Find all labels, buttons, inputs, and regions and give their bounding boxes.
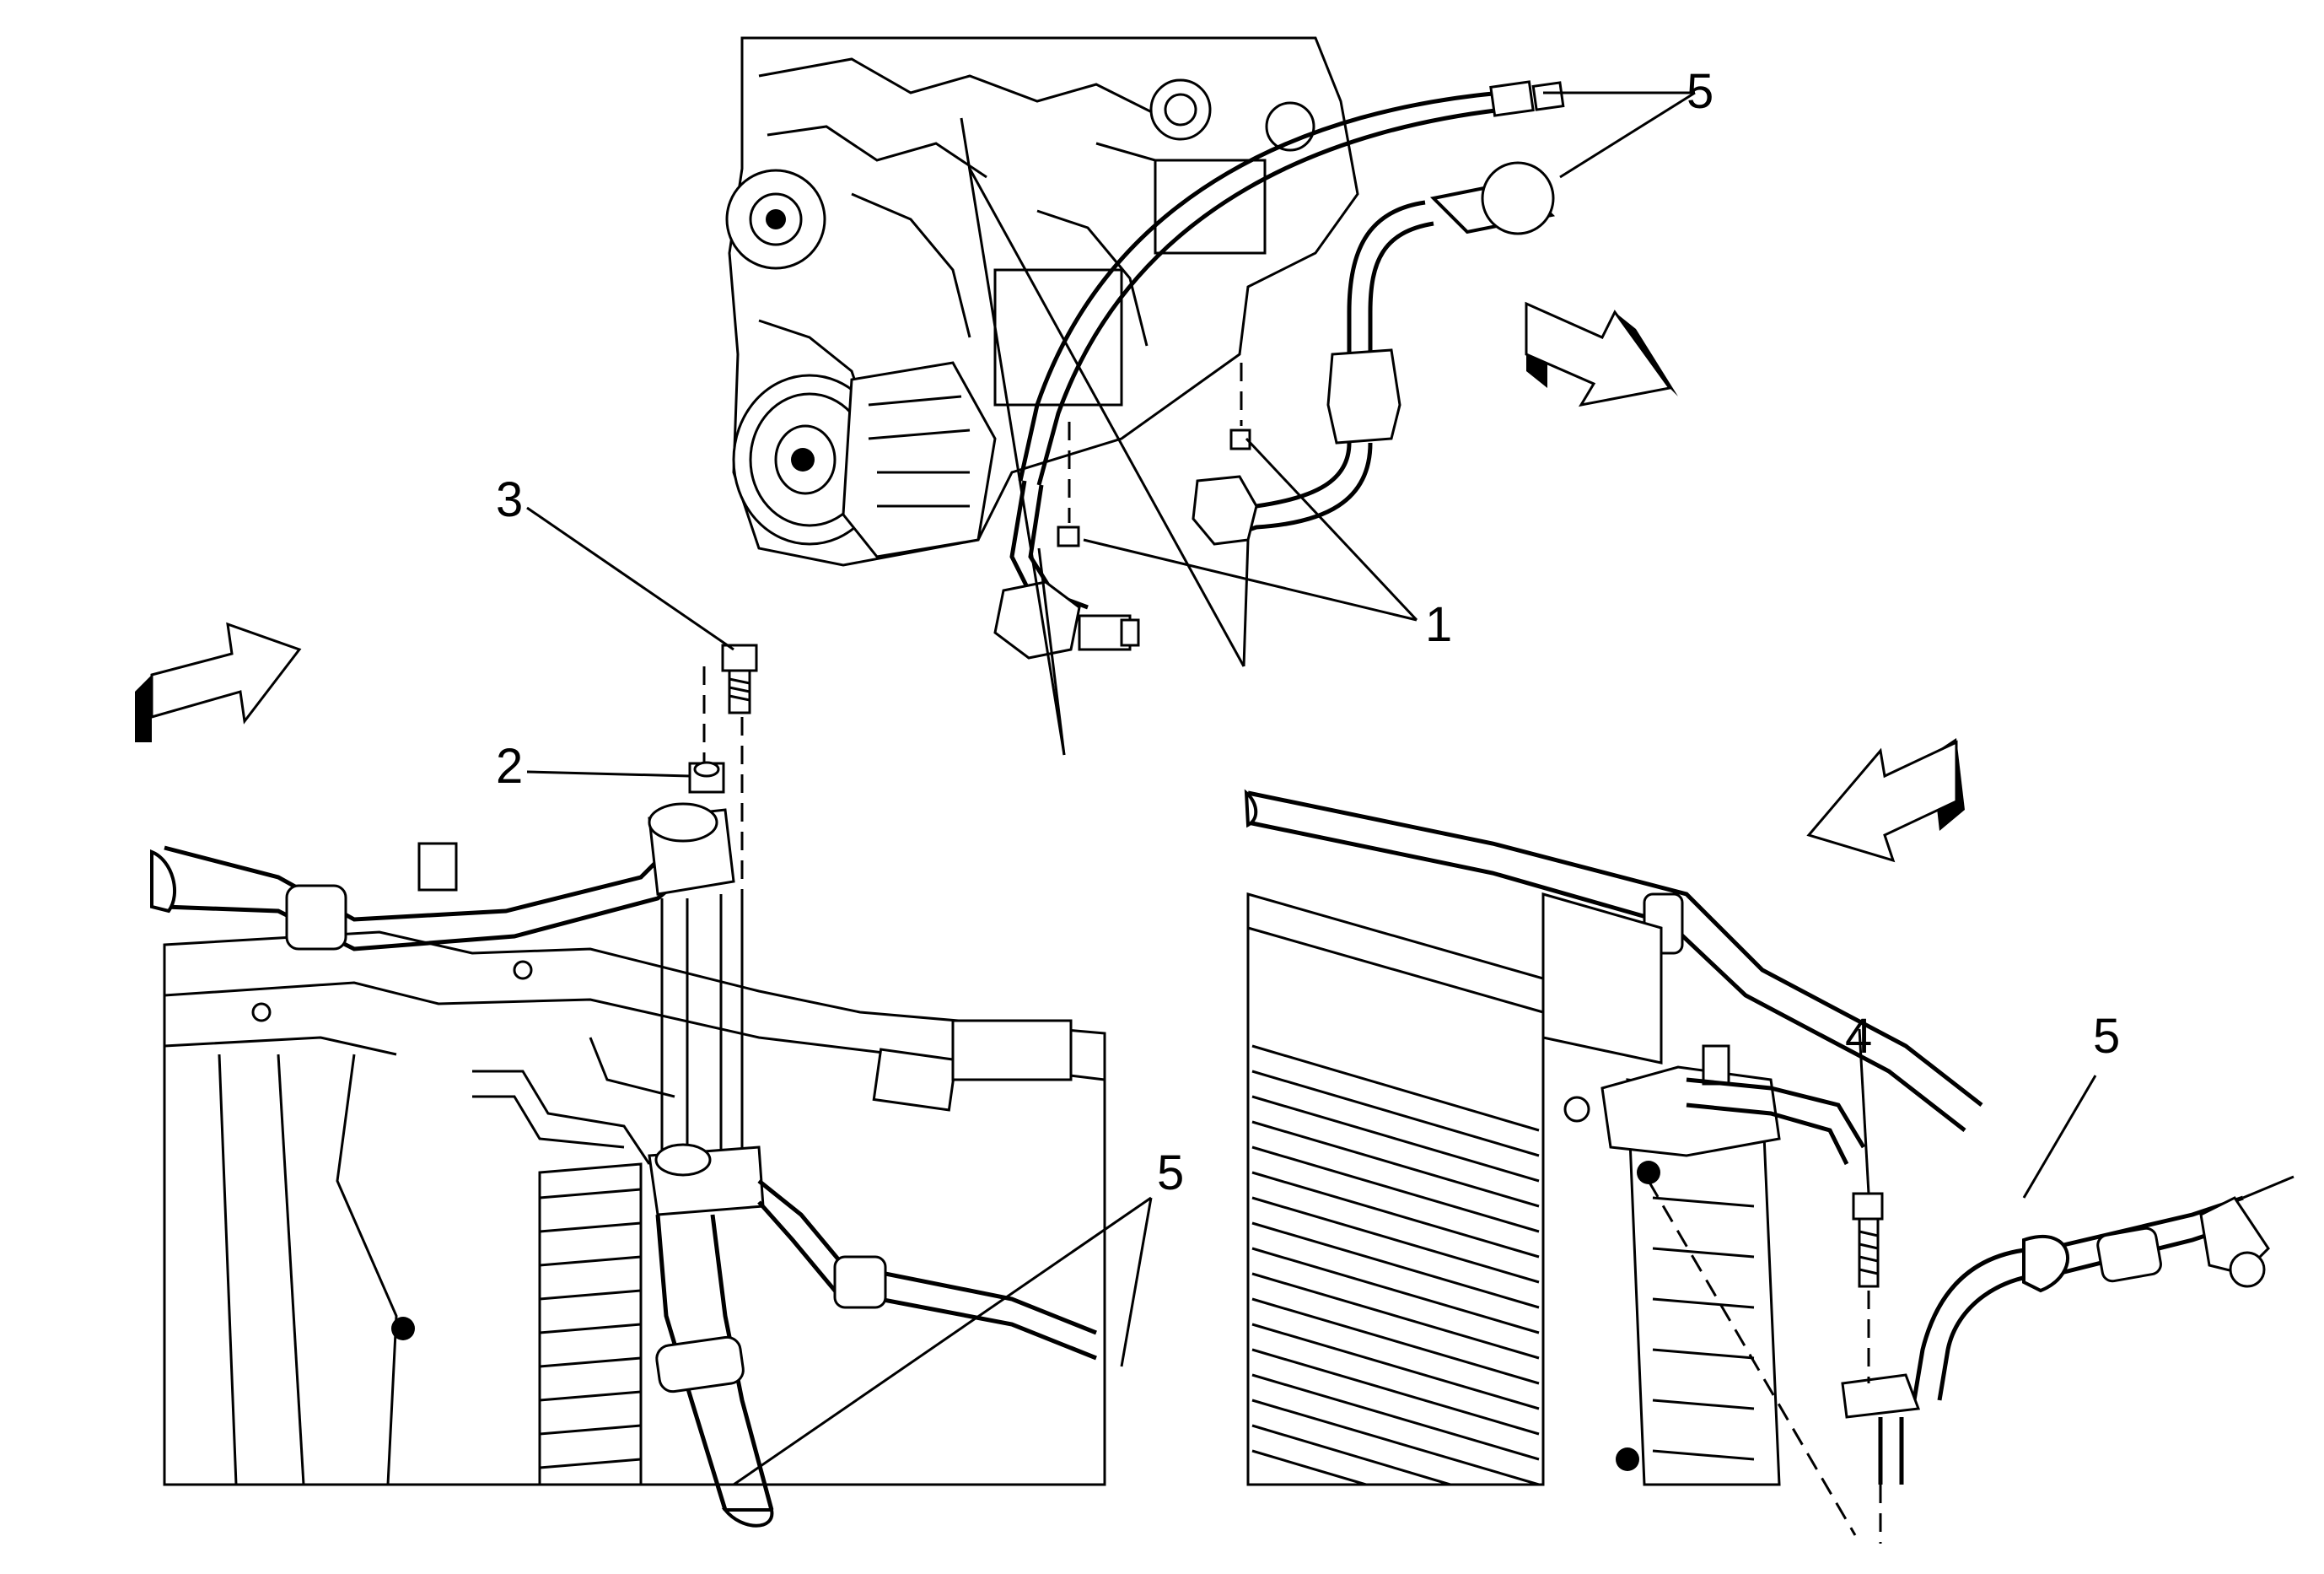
nut-left [1057,526,1080,547]
nut [688,761,725,794]
callout-5-top: 5 [1687,64,1713,119]
suction-hose [1018,90,1502,482]
arrow-down-left-icon [1806,738,1965,863]
manifold [1154,159,1267,255]
ac-compressor [732,361,997,558]
engine-compressor-view [725,36,1565,660]
line-clamp [1841,1373,1921,1419]
upper-line [164,845,668,922]
muffler [1326,348,1401,445]
top-leaders [960,91,1696,756]
condenser-view [1244,789,2294,1544]
discharge-block [1192,475,1258,546]
callout-4: 4 [1845,1009,1872,1064]
arrow-up-right-icon [135,622,302,742]
right-leaders [1858,1028,2097,1199]
condenser-fins [1251,1044,1540,1486]
line-coupling [285,884,347,951]
bolt [721,644,758,714]
callout-5-right: 5 [2093,1009,2120,1064]
callout-2: 2 [496,739,523,794]
bracket [993,268,1123,407]
radiator-core-left [538,1162,643,1486]
callout-1: 1 [1425,597,1452,652]
callout-3: 3 [496,472,523,527]
bolt-4 [1852,1192,1884,1288]
left-leaders [526,506,1153,1486]
suction-block [993,580,1081,660]
callout-5-left: 5 [1157,1145,1184,1200]
condenser-fitting [1600,1065,1781,1157]
nut-right [1229,429,1251,450]
left-frame-view [150,644,1106,1528]
service-port [417,842,458,892]
arrow-down-right-icon [1525,301,1678,407]
